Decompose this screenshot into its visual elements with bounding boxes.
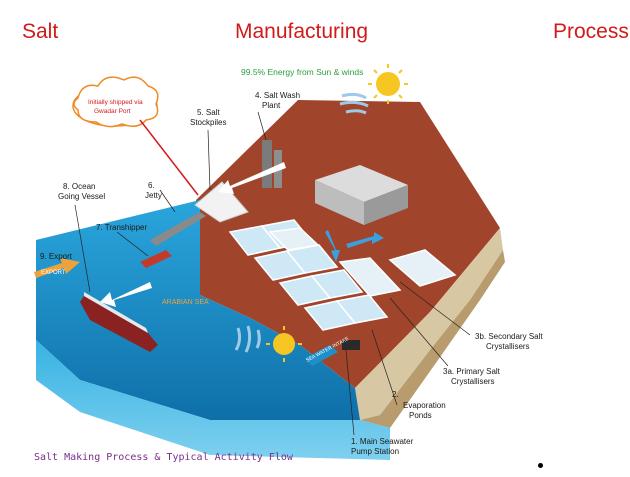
wind-icon [339,92,369,115]
label-primary-salt: 3a. Primary Salt [443,367,501,376]
label-going-vessel: Going Vessel [58,192,105,201]
bullet-dot [538,463,543,468]
label-main-seawater: 1. Main Seawater [351,437,414,446]
label-salt: 5. Salt [197,108,220,117]
label-6: 6. [148,181,155,190]
wash-plant-building [262,140,408,225]
sun-icon [368,64,408,104]
label-ponds: Ponds [409,411,432,420]
pond-grid [228,219,457,331]
label-salt-wash: 4. Salt Wash [255,91,300,100]
label-export: 9. Export [40,252,73,261]
callout-line-2: Gwadar Port [94,108,131,115]
title-manufacturing: Manufacturing [235,20,369,43]
label-primary-crystallisers: Crystallisers [451,377,495,386]
transhipper-vessel [140,250,172,268]
land-cliff [355,228,505,428]
label-secondary-salt: 3b. Secondary Salt [475,332,543,341]
title-salt: Salt [22,20,59,43]
title-process: Process [553,20,629,43]
flow-arrows [100,162,384,307]
diagram-caption: Salt Making Process & Typical Activity F… [34,452,293,463]
label-pump-station: Pump Station [351,447,399,456]
label-stockpiles: Stockpiles [190,118,226,127]
label-plant: Plant [262,101,281,110]
sea [36,200,390,460]
sun-icon-lower [266,326,302,362]
label-evaporation: Evaporation [403,401,446,410]
label-ocean: 8. Ocean [63,182,95,191]
label-transhipper: 7. Transhipper [96,223,147,232]
salt-stockpile [194,181,249,223]
sea-label: ARABIAN SEA [162,299,209,306]
ocean-vessel [80,292,158,352]
export-arrow: EXPORT [34,258,80,278]
jetty [150,212,206,246]
callout-line-1: Initially shipped via [88,99,143,106]
export-arrow-text: EXPORT [41,270,66,276]
energy-label: 99.5% Energy from Sun & winds [241,67,363,77]
label-2: 2. [392,390,399,399]
label-jetty: Jetty [145,191,162,200]
callout-cloud: Initially shipped via Gwadar Port [72,76,199,196]
wind-icon-lower [234,325,261,353]
label-secondary-crystallisers: Crystallisers [486,342,530,351]
leader-lines [74,111,471,436]
